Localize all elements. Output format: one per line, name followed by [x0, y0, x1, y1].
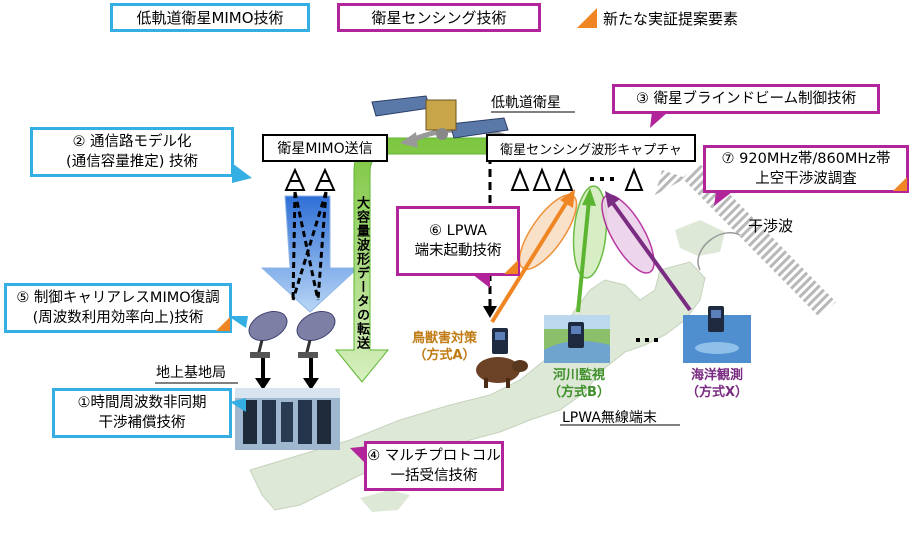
terminal-ellipsis	[636, 338, 658, 342]
dish-antenna-left	[248, 310, 288, 358]
terminal-x-name: 海洋観測	[690, 368, 743, 383]
lpwa-terminal-label: LPWA無線端末	[562, 410, 657, 426]
callout-2-line1: ② 通信路モデル化	[72, 134, 192, 150]
legend-sat-sensing-label: 衛星センシング技術	[371, 9, 507, 27]
uplink-purple	[610, 200, 692, 312]
blue-beam	[260, 195, 360, 313]
new-element-marker	[504, 260, 518, 274]
transfer-label: 大容量波形データの転送	[354, 196, 369, 350]
new-element-marker	[216, 317, 230, 331]
terminal-x-label: 海洋観測 （方式X）	[682, 367, 752, 401]
callout-interference-compensation: ①時間周波数非同期 干渉補償技術	[52, 388, 232, 438]
interference-arrowhead	[655, 170, 686, 195]
boar-icon	[476, 357, 528, 388]
legend-sat-sensing: 衛星センシング技術	[337, 3, 541, 32]
new-element-triangle	[577, 8, 597, 28]
callout-6-line2: 端末起動技術	[414, 243, 502, 259]
dish-antenna-right	[296, 310, 336, 358]
island-south	[360, 490, 410, 512]
callout-blind-beam: ③ 衛星ブラインドビーム制御技術	[612, 84, 880, 114]
callout-4-line2: 一括受信技術	[390, 468, 478, 484]
satellite-icon	[371, 95, 509, 140]
callout-5-line1: ⑤ 制御キャリアレスMIMO復調	[16, 290, 220, 306]
callout-7-line1: ⑦ 920MHz帯/860MHz帯	[721, 151, 891, 167]
legend-leo-mimo-label: 低軌道衛星MIMO技術	[136, 9, 284, 27]
terminal-x-method: （方式X）	[685, 385, 749, 400]
callout-6-line1: ⑥ LPWA	[429, 223, 487, 239]
ground-station-label: 地上基地局	[156, 365, 226, 381]
callout-3-line1: ③ 衛星ブラインドビーム制御技術	[635, 91, 857, 107]
gray-arrowhead	[400, 132, 418, 148]
callout-lpwa-wakeup: ⑥ LPWA 端末起動技術	[396, 206, 520, 276]
interference-swirl	[697, 232, 741, 271]
callout-5-line2: (周波数利用効率向上)技術	[32, 310, 204, 326]
lpwa-device-x	[708, 306, 724, 332]
terminal-a-label: 鳥獣害対策 （方式A）	[412, 330, 477, 364]
satellite-label: 低軌道衛星	[491, 95, 561, 111]
new-element-marker	[893, 177, 907, 191]
interference-label: 干渉波	[748, 217, 794, 235]
mimo-dotted-paths	[291, 191, 328, 301]
terminal-b-name: 河川監視	[552, 368, 605, 383]
terminal-a-name: 鳥獣害対策	[412, 331, 478, 346]
lpwa-device-b	[568, 322, 584, 348]
island-hokkaido	[675, 220, 725, 256]
sensing-capture-box: 衛星センシング波形キャプチャ	[486, 134, 696, 162]
terminal-b-method: （方式B）	[548, 385, 610, 400]
callout-carrierless-mimo: ⑤ 制御キャリアレスMIMO復調 (周波数利用効率向上)技術	[4, 283, 232, 333]
interference-beam	[682, 164, 836, 316]
terminal-a-method: （方式A）	[413, 348, 476, 363]
legend-new-elements-label: 新たな実証提案要素	[603, 10, 739, 28]
callout-2-line2: (通信容量推定) 技術	[66, 154, 198, 170]
mimo-tx-box: 衛星MIMO送信	[262, 134, 388, 162]
terminal-b-label: 河川監視 （方式B）	[547, 367, 611, 401]
callout-1-line2: 干渉補償技術	[98, 415, 186, 431]
uplink-orange	[490, 198, 570, 324]
callout-7-line2: 上空干渉波調査	[755, 171, 857, 187]
uplink-green	[576, 199, 591, 313]
antenna-dots	[590, 177, 614, 181]
callout-channel-model: ② 通信路モデル化 (通信容量推定) 技術	[30, 127, 234, 177]
lpwa-device-a	[492, 328, 508, 354]
server-room-image	[235, 388, 340, 450]
mimo-antennas	[284, 167, 336, 191]
callout-4-line1: ④ マルチプロトコル	[367, 448, 501, 464]
sensing-capture-label: 衛星センシング波形キャプチャ	[500, 142, 682, 158]
callout-interference-survey: ⑦ 920MHz帯/860MHz帯 上空干渉波調査	[703, 145, 909, 193]
sensing-antennas	[510, 167, 644, 191]
mimo-tx-label: 衛星MIMO送信	[277, 141, 373, 157]
legend-leo-mimo: 低軌道衛星MIMO技術	[110, 3, 310, 32]
callout-multiprotocol: ④ マルチプロトコル 一括受信技術	[364, 441, 504, 491]
callout-1-line1: ①時間周波数非同期	[77, 395, 207, 411]
